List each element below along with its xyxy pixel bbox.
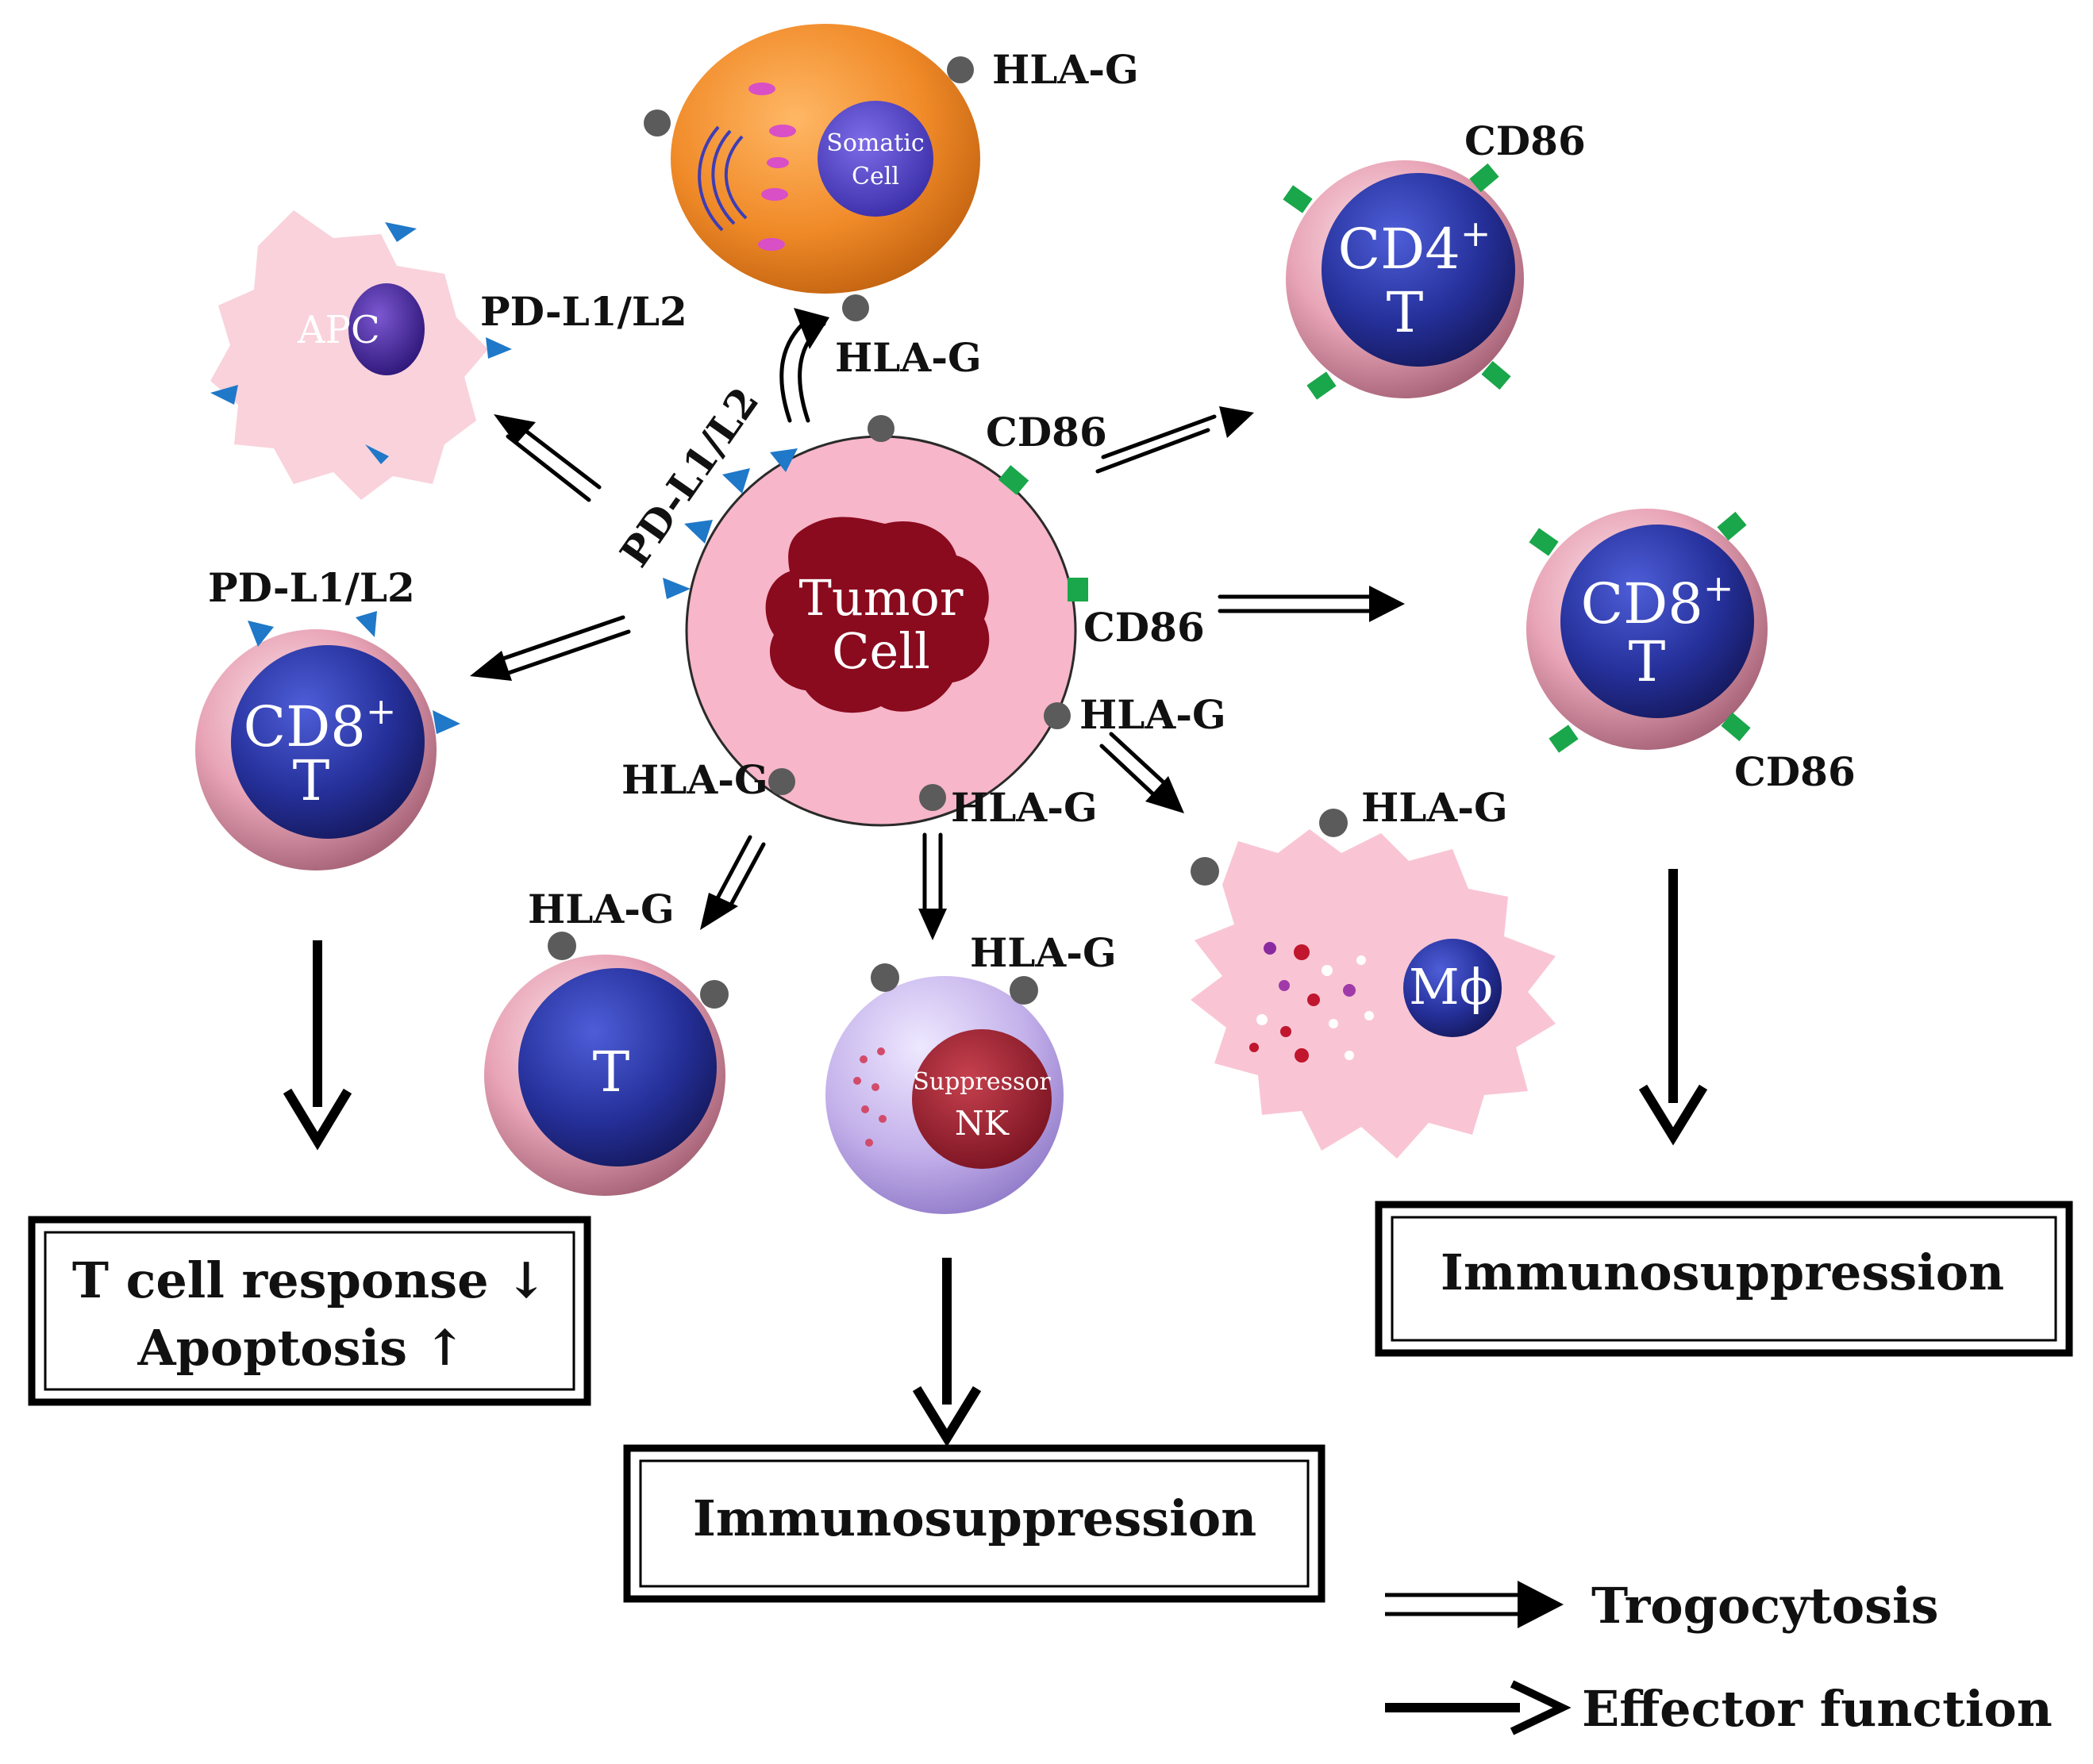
nk-label-line1: Suppressor xyxy=(913,1068,1051,1096)
cd8-right-sub-label: T xyxy=(1629,629,1666,694)
tumor-cell: Tumor Cell xyxy=(663,415,1088,827)
cd8-right-cd86-label: CD86 xyxy=(1734,748,1856,795)
cd8-t-cell-right: CD8+ T xyxy=(1526,509,1768,753)
outcome-box-left: T cell response ↓ Apoptosis ↑ xyxy=(28,1216,591,1406)
macrophage-nucleus xyxy=(1403,939,1502,1037)
organelle-vesicles xyxy=(748,83,796,251)
somatic-label-line1: Somatic xyxy=(826,129,924,157)
effector-arrows xyxy=(283,869,1708,1447)
t-label: T xyxy=(593,1040,630,1105)
cd8-right-label: CD8+ xyxy=(1581,567,1734,636)
cd4-sub-label: T xyxy=(1387,280,1424,345)
hla-g-icon xyxy=(1010,976,1038,1005)
hla-g-icon xyxy=(768,415,1071,811)
tumor-nucleus xyxy=(765,517,990,713)
cd4-label: CD4+ xyxy=(1338,212,1491,282)
outcome-left-line1: T cell response ↓ xyxy=(72,1251,547,1309)
outcome-box-right: Immunosuppression xyxy=(1375,1201,2073,1357)
nk-label-line2: NK xyxy=(955,1104,1010,1143)
nk-nucleus xyxy=(912,1029,1052,1169)
hla-g-icon xyxy=(842,294,869,321)
hla-g-icon xyxy=(871,963,899,992)
apc-cell: APC xyxy=(210,210,512,500)
hla-g-icon xyxy=(1319,809,1348,837)
macrophage-hla-g-label: HLA-G xyxy=(1361,784,1508,831)
pdl-receptor-icon xyxy=(248,611,460,734)
cd8-left-sub-label: T xyxy=(293,748,330,813)
cd8-left-pdl-label: PD-L1/L2 xyxy=(208,564,415,611)
somatic-hla-g-top: HLA-G xyxy=(992,46,1139,93)
t-nucleus xyxy=(518,968,717,1166)
macrophage-cell: Mϕ xyxy=(1191,809,1556,1159)
apc-pdl-label: PD-L1/L2 xyxy=(480,288,687,335)
tumor-label-line2: Cell xyxy=(832,622,930,680)
legend-effector-arrow-icon xyxy=(1385,1680,1572,1735)
outcome-left-line2: Apoptosis ↑ xyxy=(137,1319,465,1377)
cd4-t-cell: CD4+ T xyxy=(1283,160,1524,400)
outcome-right: Immunosuppression xyxy=(1441,1243,2004,1301)
cd86-receptor-icon xyxy=(1529,511,1751,753)
cd8-t-cell-left: CD8+ T xyxy=(195,611,460,870)
cd8-left-label: CD8+ xyxy=(244,690,397,759)
granule-dots xyxy=(1249,942,1374,1063)
somatic-hla-g-bottom: HLA-G xyxy=(835,334,982,381)
cd86-receptor-icon xyxy=(998,465,1088,601)
macrophage-label: Mϕ xyxy=(1409,958,1493,1016)
cd4-nucleus xyxy=(1322,173,1515,367)
apc-label: APC xyxy=(297,308,380,352)
trogocytosis-arrows xyxy=(470,308,1405,940)
nk-hla-g-label: HLA-G xyxy=(970,929,1117,976)
hla-g-icon xyxy=(947,56,974,83)
tumor-hla-g-left-label: HLA-G xyxy=(621,756,768,803)
somatic-label-line2: Cell xyxy=(852,163,899,190)
hla-g-icon xyxy=(700,980,729,1009)
granule-dots xyxy=(853,1047,887,1147)
outcome-center: Immunosuppression xyxy=(693,1489,1256,1547)
cd8-right-nucleus xyxy=(1560,525,1754,718)
hla-g-icon xyxy=(548,932,576,960)
hla-g-icon xyxy=(644,110,671,136)
legend: Trogocytosis Effector function xyxy=(1385,1577,2053,1738)
outcome-box-center: Immunosuppression xyxy=(623,1444,1325,1603)
apc-nucleus xyxy=(348,283,425,375)
legend-effector-label: Effector function xyxy=(1582,1680,2053,1738)
cd86-receptor-icon xyxy=(1283,163,1511,400)
cd8-left-nucleus xyxy=(231,645,425,839)
legend-trogocytosis-label: Trogocytosis xyxy=(1591,1577,1938,1635)
hla-g-icon xyxy=(1191,857,1219,886)
somatic-nucleus xyxy=(818,101,933,217)
nk-cell: Suppressor NK xyxy=(825,963,1064,1214)
legend-trogocytosis-arrow-icon xyxy=(1385,1581,1564,1628)
t-hla-g-label: HLA-G xyxy=(528,886,675,932)
tumor-cd86-lower-label: CD86 xyxy=(1083,604,1205,651)
cd4-cd86-label: CD86 xyxy=(1464,117,1586,164)
golgi-apparatus xyxy=(698,125,748,232)
pdl-receptor-icon xyxy=(210,222,512,464)
tumor-label-line1: Tumor xyxy=(798,569,963,627)
somatic-cell: Somatic Cell xyxy=(644,24,980,321)
tumor-cd86-upper-label: CD86 xyxy=(986,409,1107,455)
tumor-hla-g-right-label: HLA-G xyxy=(1079,691,1226,738)
tumor-hla-g-bottom-label: HLA-G xyxy=(951,784,1098,831)
pdl-receptor-icon xyxy=(663,448,798,599)
t-cell: T xyxy=(484,932,729,1196)
